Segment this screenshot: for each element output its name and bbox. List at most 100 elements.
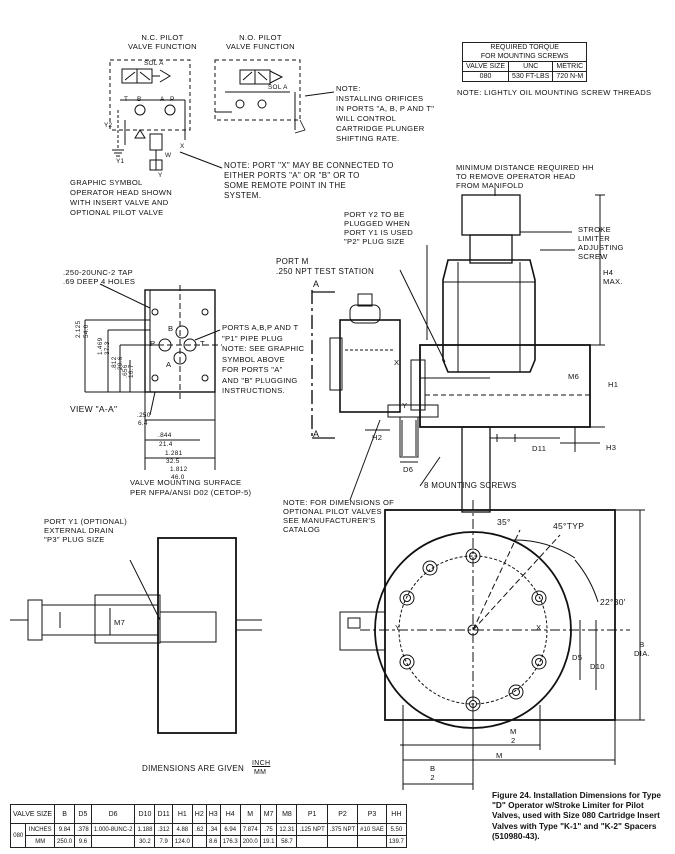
dims-value-cell: 1.000-8UNC-2 bbox=[90, 823, 136, 836]
torque-title: REQUIRED TORQUE FOR MOUNTING SCREWS bbox=[461, 42, 588, 62]
figure-caption: Figure 24. Installation Dimensions for T… bbox=[492, 790, 662, 841]
angle-35: 35° bbox=[497, 517, 511, 527]
nc-y1: Y1 bbox=[116, 158, 125, 165]
port-m-note: PORT M .250 NPT TEST STATION bbox=[276, 257, 375, 276]
dims-inch: INCH bbox=[252, 760, 271, 767]
no-symbol bbox=[214, 59, 306, 134]
torque-table: REQUIRED TORQUE FOR MOUNTING SCREWS VALV… bbox=[461, 42, 588, 82]
dims-header-cell: D10 bbox=[134, 804, 156, 824]
oil-note: NOTE: LIGHTLY OIL MOUNTING SCREW THREADS bbox=[457, 88, 652, 97]
dim-b-dia: B DIA. bbox=[634, 640, 650, 658]
plan-y: Y bbox=[395, 623, 401, 632]
dims-value-cell: .378 bbox=[74, 823, 92, 836]
dims-value-cell: 7.874 bbox=[239, 823, 261, 836]
vdim-v1mm: 54.0 bbox=[83, 324, 90, 338]
dims-value-cell: .62 bbox=[191, 823, 207, 836]
dims-value-cell bbox=[191, 835, 207, 848]
dim-m-2: M 2 bbox=[510, 727, 517, 745]
dim-h1: H1 bbox=[608, 380, 619, 389]
nc-x: X bbox=[180, 143, 185, 150]
dim-m: M bbox=[496, 751, 503, 760]
dim-d5: D5 bbox=[572, 653, 583, 662]
port-x-note: NOTE: PORT "X" MAY BE CONNECTED TO EITHE… bbox=[224, 161, 394, 200]
orifice-leader bbox=[304, 91, 335, 97]
dims-header-cell: H4 bbox=[219, 804, 241, 824]
dims-value-cell: .375 NPT bbox=[326, 823, 359, 836]
dims-unit-cell: INCHES bbox=[25, 823, 56, 836]
dims-value-cell: 124.0 bbox=[171, 835, 193, 848]
side-x: X bbox=[394, 358, 400, 367]
dims-value-cell bbox=[90, 835, 136, 848]
pilot-note: NOTE: FOR DIMENSIONS OF OPTIONAL PILOT V… bbox=[283, 498, 395, 534]
dims-header-cell: HH bbox=[385, 804, 407, 824]
no-title: N.O. PILOT VALVE FUNCTION bbox=[226, 33, 295, 51]
aa-port-a: A bbox=[166, 360, 172, 369]
dim-d6: D6 bbox=[403, 465, 414, 474]
dims-value-cell: 9.84 bbox=[54, 823, 76, 836]
dims-header-cell: H1 bbox=[171, 804, 193, 824]
nc-p: P bbox=[170, 96, 175, 103]
port-y2-note: PORT Y2 TO BE PLUGGED WHEN PORT Y1 IS US… bbox=[344, 210, 414, 246]
dims-value-cell: 176.3 bbox=[219, 835, 241, 848]
dim-m6: M6 bbox=[568, 372, 580, 381]
dims-header-cell: M bbox=[239, 804, 261, 824]
dims-value-cell: 58.7 bbox=[276, 835, 298, 848]
dims-header-cell: P1 bbox=[296, 804, 328, 824]
dims-value-cell: 200.0 bbox=[239, 835, 261, 848]
vdim-v4mm: 16.7 bbox=[128, 364, 135, 378]
ports-note: PORTS A,B,P AND T "P1" PIPE PLUG NOTE: S… bbox=[222, 323, 305, 395]
plan-x: X bbox=[536, 623, 542, 632]
dim-b-2: B 2 bbox=[430, 764, 436, 782]
torque-col-valve-size: VALVE SIZE bbox=[461, 61, 510, 72]
torque-col-unc: UNC bbox=[508, 61, 554, 72]
dims-unit-cell: MM bbox=[25, 835, 56, 848]
dims-value-cell: 1.188 bbox=[134, 823, 156, 836]
torque-metric: 720 N-M bbox=[552, 71, 588, 82]
vdim-v1: 2.125 bbox=[75, 320, 82, 339]
aa-port-t: T bbox=[200, 339, 205, 348]
dims-header-cell: VALVE SIZE bbox=[9, 804, 56, 824]
lower-side-view bbox=[10, 537, 262, 734]
dims-value-cell: 7.9 bbox=[154, 835, 173, 848]
mounting-surface-note: VALVE MOUNTING SURFACE PER NFPA/ANSI D02… bbox=[130, 478, 252, 497]
nc-y2: Y2 bbox=[104, 122, 113, 129]
dims-header-cell: H2 bbox=[191, 804, 207, 824]
dims-header-cell: D6 bbox=[90, 804, 136, 824]
vdim-v2mm: 37.3 bbox=[104, 341, 111, 355]
aa-port-p: P bbox=[150, 339, 156, 348]
dims-value-cell: .312 bbox=[154, 823, 173, 836]
dims-given: DIMENSIONS ARE GIVEN bbox=[142, 764, 245, 773]
h4-max: H4 MAX. bbox=[603, 268, 623, 286]
torque-unc: 530 FT-LBS bbox=[508, 71, 554, 82]
dims-header-cell: M7 bbox=[259, 804, 278, 824]
nc-t: T bbox=[124, 96, 129, 103]
dim-d10: D10 bbox=[590, 662, 605, 671]
dim-h3: H3 bbox=[606, 443, 617, 452]
port-y1-note: PORT Y1 (OPTIONAL) EXTERNAL DRAIN "P3" P… bbox=[44, 517, 128, 544]
vdim-d4mm: 46.0 bbox=[171, 474, 185, 481]
dims-value-cell bbox=[326, 835, 359, 848]
nc-title: N.C. PILOT VALVE FUNCTION bbox=[128, 33, 197, 51]
torque-size: 080 bbox=[461, 71, 510, 82]
view-aa bbox=[84, 283, 222, 470]
dims-value-cell bbox=[296, 835, 328, 848]
note-x-leader bbox=[179, 151, 223, 169]
operator-head-side bbox=[311, 188, 605, 513]
vdim-d1: .250 bbox=[137, 412, 151, 419]
dims-value-cell: 12.31 bbox=[276, 823, 298, 836]
dims-header-cell: P3 bbox=[357, 804, 387, 824]
dims-value-cell: 250.0 bbox=[54, 835, 76, 848]
dims-value-cell: .125 NPT bbox=[296, 823, 328, 836]
dim-m7: M7 bbox=[114, 618, 126, 627]
dims-mm: MM bbox=[254, 769, 267, 776]
dims-value-cell: .75 bbox=[259, 823, 278, 836]
vdim-d3mm: 32.5 bbox=[166, 458, 180, 465]
vdim-d2mm: 21.4 bbox=[159, 441, 173, 448]
dims-value-cell: 4.88 bbox=[171, 823, 193, 836]
section-a-bottom: A bbox=[313, 429, 320, 439]
side-y: Y bbox=[402, 401, 408, 410]
stroke-limiter-label: STROKE LIMITER ADJUSTING SCREW bbox=[578, 225, 624, 261]
